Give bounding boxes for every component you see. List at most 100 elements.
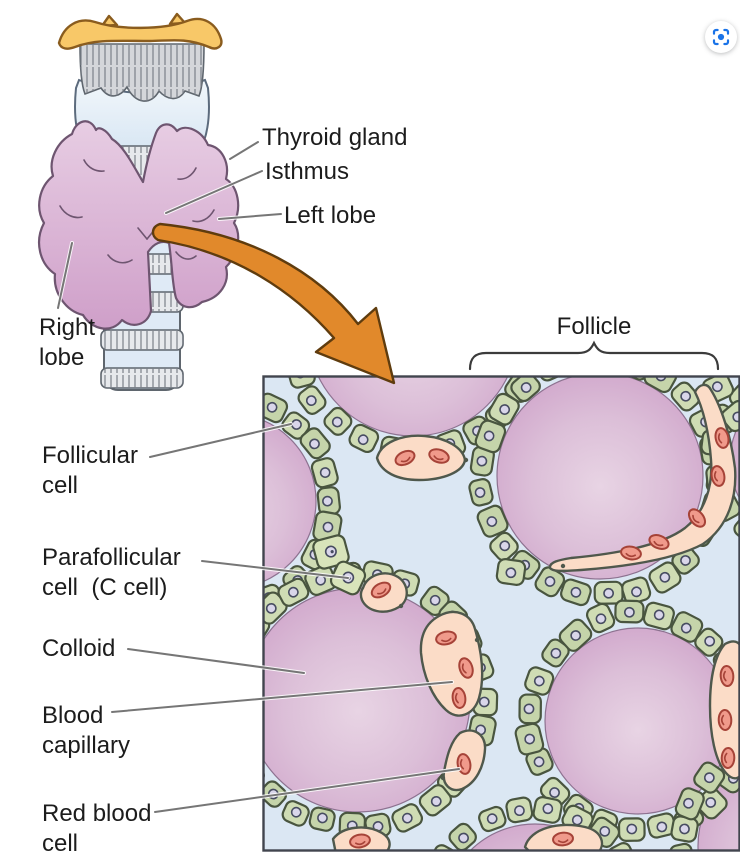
follicular-cell — [670, 381, 701, 412]
leader-line-left-lobe — [217, 212, 283, 221]
blood-capillary — [419, 610, 484, 717]
follicular-cell — [514, 722, 545, 756]
follicular-cell — [694, 627, 724, 657]
hyoid-bone — [57, 12, 223, 50]
follicular-cell — [428, 844, 459, 851]
follicle-colloid — [496, 376, 704, 580]
red-blood-cell — [620, 545, 642, 561]
red-blood-cell — [719, 665, 735, 687]
blood-capillary — [548, 383, 737, 573]
parafollicular-cell — [312, 534, 350, 570]
follicular-cell — [221, 729, 256, 765]
leader-line-thyroid-gland — [228, 140, 260, 161]
red-blood-cell — [370, 581, 392, 599]
red-blood-cell — [714, 427, 730, 449]
red-blood-cell — [458, 657, 474, 679]
follicular-cell — [478, 805, 507, 833]
leader-line-parafollicular-cell — [200, 559, 350, 580]
blood-capillary — [708, 640, 740, 780]
red-blood-cell — [710, 465, 726, 487]
label-right-lobe: Right lobe — [39, 314, 96, 372]
red-blood-cell — [349, 833, 371, 849]
blood-capillary — [359, 572, 408, 613]
follicular-cell — [391, 803, 423, 833]
blood-capillary — [331, 826, 391, 851]
follicle-colloid — [263, 419, 317, 583]
thyroid-gland-body — [38, 120, 240, 330]
label-colloid: Colloid — [42, 635, 116, 662]
follicular-cell — [592, 346, 619, 371]
follicular-cell — [277, 334, 306, 362]
follicular-cell — [560, 578, 592, 607]
follicular-cell — [263, 757, 265, 788]
follicular-cell — [518, 693, 542, 725]
follicular-cell — [489, 531, 519, 562]
follicular-cell — [226, 642, 255, 673]
follicular-cell — [468, 478, 494, 507]
gland-crease-lines — [59, 159, 215, 264]
follicular-cell — [281, 800, 310, 827]
red-blood-cell — [394, 449, 416, 467]
follicular-cell — [532, 796, 563, 824]
label-blood-capillary: Blood capillary — [42, 702, 131, 760]
red-blood-cell — [552, 831, 574, 847]
leader-line-red-blood-cell — [153, 767, 461, 814]
red-blood-cell — [720, 747, 736, 769]
label-follicle: Follicle — [556, 313, 632, 340]
follicular-cell — [534, 566, 566, 598]
follicular-cell — [585, 602, 616, 634]
follicular-cell — [299, 427, 331, 460]
red-blood-cell — [428, 448, 450, 464]
image-search-lens-button[interactable] — [705, 21, 737, 53]
zoom-arrow — [151, 222, 396, 385]
follicular-cell — [474, 419, 507, 454]
follicular-cell — [693, 761, 726, 794]
red-blood-cell — [687, 508, 707, 528]
follicular-cell — [448, 822, 477, 851]
leader-line-colloid — [126, 647, 306, 675]
follicular-cell — [505, 796, 534, 824]
leader-line-right-lobe — [56, 241, 74, 310]
leader-line-follicular-cell — [148, 422, 293, 459]
follicular-cell — [642, 601, 675, 631]
leader-lines — [56, 140, 461, 814]
follicular-cell — [510, 376, 541, 403]
follicular-cell — [495, 558, 527, 586]
label-isthmus: Isthmus — [265, 158, 350, 185]
thyrohyoid-membrane — [79, 43, 205, 102]
follicular-cell — [418, 784, 453, 817]
follicular-cell — [488, 392, 520, 426]
follicular-cell — [617, 817, 646, 842]
follicular-cell — [225, 589, 258, 617]
label-follicular-cell: Follicular cell — [42, 442, 139, 500]
red-blood-cell — [648, 534, 670, 550]
follicular-cell — [226, 387, 255, 411]
follicular-cell — [558, 618, 593, 652]
follicular-cell — [476, 504, 509, 538]
label-red-blood-cell: Red blood cell — [42, 800, 152, 856]
leader-line-blood-capillary — [110, 680, 454, 714]
follicular-cell — [593, 580, 624, 605]
histology-inset — [221, 334, 740, 851]
blood-capillary — [375, 434, 469, 482]
follicular-cell — [524, 666, 555, 696]
label-left-lobe: Left lobe — [284, 202, 377, 229]
follicular-cell — [308, 806, 336, 832]
label-thyroid-gland: Thyroid gland — [262, 124, 408, 151]
follicular-cell — [669, 842, 696, 851]
thyroid-gland-illustration — [38, 12, 240, 391]
follicle-brace — [468, 340, 720, 371]
follicular-cell — [614, 599, 645, 624]
follicular-cell — [310, 457, 339, 489]
follicular-cell — [674, 787, 705, 821]
follicular-cell — [281, 411, 311, 440]
follicular-cell — [348, 423, 380, 454]
follicular-cell — [297, 385, 327, 415]
follicular-cell — [323, 406, 353, 436]
red-blood-cell — [717, 709, 733, 731]
red-blood-cell — [435, 630, 457, 646]
red-blood-cell — [451, 687, 467, 709]
follicular-cell — [670, 611, 704, 643]
